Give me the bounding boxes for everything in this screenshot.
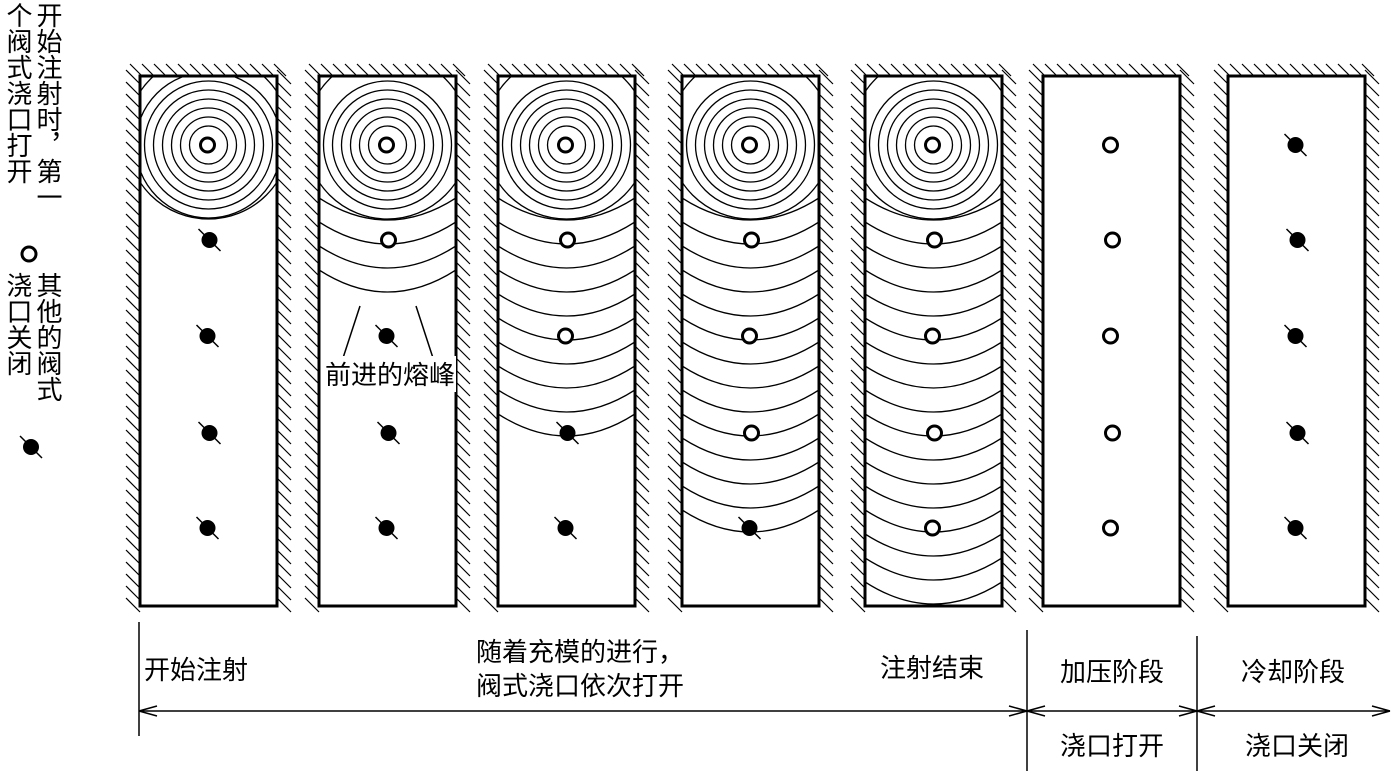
label-mid-line2: 阀式浇口依次打开 xyxy=(476,672,684,702)
open-gate-icon xyxy=(1102,327,1119,345)
closed-gate-icon xyxy=(197,228,222,252)
closed-gate-icon xyxy=(19,435,43,459)
melt-front-rings xyxy=(498,76,635,437)
mold-wall-hatching xyxy=(483,63,650,613)
open-gate-icon xyxy=(1104,231,1121,249)
stage-panel xyxy=(667,63,834,613)
melt-front-rings xyxy=(319,76,456,293)
stage-panel xyxy=(304,63,471,613)
legend-open-line2: 个阀式浇口打开 xyxy=(2,2,32,184)
cavity-outline xyxy=(863,74,1004,608)
open-gate-icon xyxy=(1102,136,1119,154)
closed-gate-icon xyxy=(195,516,220,540)
cavity-outline xyxy=(680,74,821,608)
open-gate-icon xyxy=(559,231,576,249)
cavity-outline xyxy=(496,74,637,608)
stage-panel xyxy=(483,63,650,613)
cavity-outline xyxy=(1041,74,1182,608)
label-end-injection: 注射结束 xyxy=(880,654,984,684)
mold-wall-hatching xyxy=(125,63,292,613)
closed-gate-icon xyxy=(737,516,762,540)
open-gate-icon xyxy=(199,136,216,154)
stage-panel xyxy=(1028,63,1195,613)
cavity-outline xyxy=(317,74,458,608)
melt-front-label: 前进的熔峰 xyxy=(325,361,455,391)
closed-gate-icon xyxy=(374,324,399,348)
closed-gate-icon xyxy=(1285,228,1310,252)
label-packing-stage: 加压阶段 xyxy=(1060,658,1164,688)
open-gate-icon xyxy=(924,136,941,154)
closed-gate-icon xyxy=(374,516,399,540)
closed-gate-icon xyxy=(1283,324,1308,348)
stage-panels xyxy=(125,63,1380,613)
closed-gate-icon xyxy=(1283,133,1308,157)
stage-panel xyxy=(125,63,292,613)
stage-panel xyxy=(1213,63,1380,613)
open-gate-icon xyxy=(1104,424,1121,442)
legend-symbols xyxy=(19,245,43,459)
mold-wall-hatching xyxy=(667,63,834,613)
mold-wall-hatching xyxy=(850,63,1017,613)
closed-gate-icon xyxy=(376,421,401,445)
closed-gate-icon xyxy=(553,516,578,540)
open-gate-icon xyxy=(1102,519,1119,537)
closed-gate-icon xyxy=(1285,421,1310,445)
open-gate-icon xyxy=(743,231,760,249)
closed-gate-icon xyxy=(195,324,220,348)
open-gate-icon xyxy=(380,231,397,249)
open-gate-icon xyxy=(743,424,760,442)
melt-front-rings xyxy=(865,76,1002,606)
closed-gate-icon xyxy=(1283,516,1308,540)
stage-panel xyxy=(850,63,1017,613)
open-gate-icon xyxy=(924,327,941,345)
open-gate-icon xyxy=(378,136,395,154)
annotation-backdrop xyxy=(324,356,456,392)
label-start-injection: 开始注射 xyxy=(144,656,248,686)
legend-closed-line1: 其他的阀式 xyxy=(32,272,62,402)
label-gate-closed: 浇口关闭 xyxy=(1245,732,1349,762)
open-gate-icon xyxy=(741,327,758,345)
timeline xyxy=(138,622,1391,771)
label-gate-open: 浇口打开 xyxy=(1060,732,1164,762)
open-gate-icon xyxy=(926,424,943,442)
melt-front-rings xyxy=(682,76,819,533)
legend-open-line1: 开始注射时，第一 xyxy=(32,2,62,210)
closed-gate-icon xyxy=(197,421,222,445)
mold-wall-hatching xyxy=(1213,63,1380,613)
label-cooling-stage: 冷却阶段 xyxy=(1241,658,1345,688)
mold-wall-hatching xyxy=(1028,63,1195,613)
label-mid-line1: 随着充模的进行， xyxy=(476,638,684,668)
melt-front-rings xyxy=(140,76,277,220)
legend-closed-text: 其他的阀式 浇口关闭 xyxy=(2,272,62,402)
open-gate-icon xyxy=(926,231,943,249)
open-gate-icon xyxy=(741,136,758,154)
open-gate-icon xyxy=(924,519,941,537)
cavity-outline xyxy=(1226,74,1367,608)
mold-wall-hatching xyxy=(304,63,471,613)
closed-gate-icon xyxy=(555,421,580,445)
melt-front-leaders xyxy=(342,305,434,359)
open-gate-icon xyxy=(20,245,38,263)
legend-open-text: 开始注射时，第一 个阀式浇口打开 xyxy=(2,2,62,210)
open-gate-icon xyxy=(557,136,574,154)
open-gate-icon xyxy=(557,327,574,345)
legend-closed-line2: 浇口关闭 xyxy=(2,272,32,376)
cavity-outline xyxy=(138,74,279,608)
